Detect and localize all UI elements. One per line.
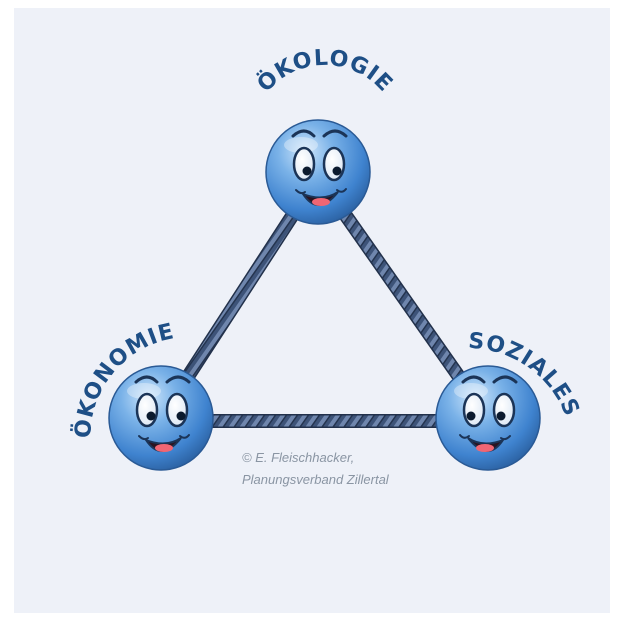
- face-oekonomie: [108, 365, 214, 471]
- background-panel: [14, 8, 610, 613]
- eye-left: [462, 392, 486, 428]
- cheek-right: [336, 188, 347, 193]
- eye-right: [165, 392, 189, 428]
- eyebrow-right: [165, 375, 191, 384]
- cheek-left: [295, 189, 306, 195]
- tongue: [155, 444, 173, 452]
- pupil-left: [146, 411, 156, 421]
- eyebrow-left: [291, 129, 316, 138]
- eyebrow-left: [134, 375, 159, 384]
- eye-right: [322, 146, 346, 182]
- eye-right: [492, 392, 516, 428]
- face-ball: [265, 119, 371, 225]
- pupil-left: [466, 411, 476, 421]
- face-ball: [108, 365, 214, 471]
- pupil-right: [332, 166, 342, 176]
- credit-line-1: © E. Fleischhacker,: [242, 450, 354, 465]
- cheek-left: [138, 435, 149, 441]
- face-ball: [435, 365, 541, 471]
- eyebrow-left: [461, 375, 486, 384]
- cheek-right: [500, 435, 511, 441]
- pupil-right: [496, 411, 506, 421]
- eyebrow-right: [322, 129, 348, 138]
- credit-line-2: Planungsverband Zillertal: [242, 472, 390, 487]
- tongue: [476, 444, 494, 452]
- pupil-left: [302, 166, 312, 176]
- face-oekologie: [265, 119, 371, 225]
- eye-left: [292, 146, 316, 182]
- cheek-left: [459, 434, 470, 439]
- pupil-right: [176, 411, 186, 421]
- cheek-right: [179, 434, 190, 439]
- tongue: [312, 198, 330, 206]
- face-soziales: [435, 365, 541, 471]
- eyebrow-right: [492, 375, 518, 384]
- eye-left: [135, 392, 159, 428]
